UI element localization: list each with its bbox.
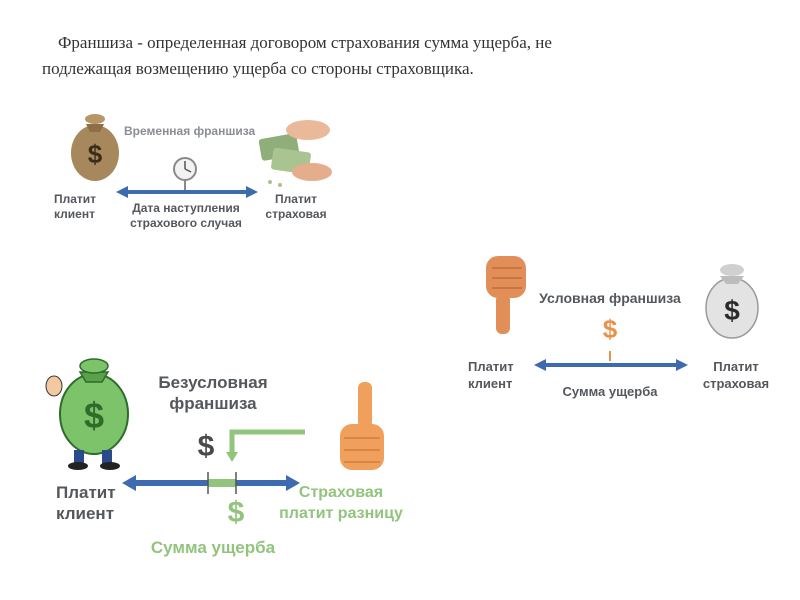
damage-amount-arrow	[534, 351, 688, 371]
temporary-deductible-title: Временная франшиза	[124, 124, 256, 138]
insured-event-date-label: Дата наступления страхового случая	[130, 201, 242, 230]
money-bag-icon: $	[705, 264, 759, 339]
timeline-arrow	[116, 186, 258, 198]
insurer-pays-difference-label: Страховая платит разницу	[279, 484, 403, 522]
temporary-deductible-diagram: $ Временная франшиза Платит клиент Дата …	[50, 100, 340, 240]
clock-icon	[173, 157, 197, 192]
damage-amount-label: Сумма ущерба	[562, 384, 658, 399]
definition-line-1: Франшиза - определенная договором страхо…	[58, 33, 552, 52]
dollar-sign-top-icon: $	[197, 430, 215, 463]
hands-money-icon	[258, 120, 332, 187]
temporary-deductible-graphics: $	[71, 114, 332, 198]
dollar-sign-bottom-icon: $	[227, 496, 245, 529]
svg-text:$: $	[88, 139, 103, 169]
unconditional-deductible-graphics: $	[45, 358, 384, 494]
client-pays-label: Платит клиент	[56, 483, 116, 523]
insurer-pays-label: Платит страховая	[265, 192, 327, 221]
conditional-deductible-graphics: $	[486, 256, 759, 371]
definition-line-2: подлежащая возмещению ущерба со стороны …	[42, 59, 474, 78]
svg-text:$: $	[84, 395, 104, 436]
damage-amount-label: Сумма ущерба	[150, 538, 276, 557]
conditional-deductible-title: Условная франшиза	[539, 290, 681, 306]
thumbs-down-icon	[486, 256, 526, 334]
insurer-pays-label: Платит страховая	[702, 359, 770, 391]
svg-text:$: $	[724, 295, 740, 326]
definition-text: Франшиза - определенная договором страхо…	[42, 30, 748, 82]
unconditional-deductible-diagram: $ Безусловная франш	[40, 352, 410, 567]
conditional-deductible-diagram: $ Условная франшиза $ Платит клиент Сумм…	[462, 248, 780, 408]
thumbs-up-icon	[340, 382, 384, 470]
dollar-sign-icon: $	[602, 314, 618, 344]
money-bag-icon: $	[71, 114, 119, 181]
client-pays-label: Платит клиент	[54, 192, 97, 221]
client-pays-label: Платит клиент	[468, 359, 514, 391]
unconditional-deductible-title: Безусловная франшиза	[158, 373, 268, 413]
damage-amount-arrow	[122, 472, 300, 494]
money-bag-character-icon: $	[45, 358, 129, 470]
difference-indicator	[226, 429, 305, 462]
